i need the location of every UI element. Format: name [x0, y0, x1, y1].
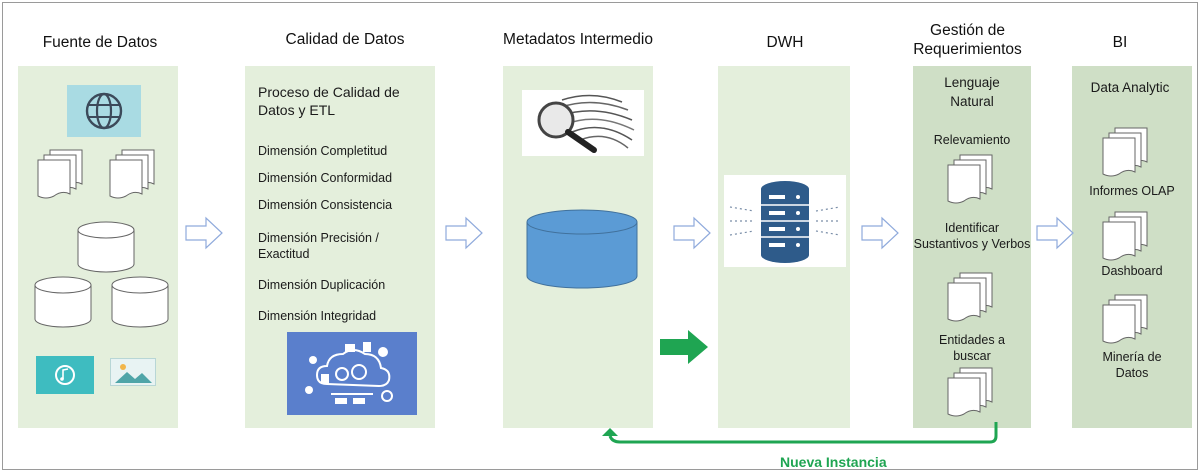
database-icon [34, 276, 92, 328]
document-stack-icon [947, 272, 993, 322]
document-stack-icon [109, 149, 155, 199]
identificar-sustantivos-verbos-label: Identificar Sustantivos y Verbos [913, 221, 1031, 251]
relevamiento-label: Relevamiento [933, 133, 1011, 147]
dimension-integridad: Dimensión Integridad [258, 309, 377, 323]
database-icon [526, 209, 638, 289]
server-icon [724, 175, 846, 267]
document-stack-icon [1102, 211, 1148, 261]
flow-arrow-gestion-to-bi [1036, 217, 1074, 249]
cloud-network-icon [287, 332, 417, 415]
database-icon [111, 276, 169, 328]
dimension-precision-exactitud: Dimensión Precisión / Exactitud [258, 231, 379, 261]
document-stack-icon [37, 149, 83, 199]
dimension-duplicacion: Dimensión Duplicación [258, 278, 386, 292]
proceso-calidad-etl-label: Proceso de Calidad de Datos y ETL [258, 84, 400, 118]
document-stack-icon [947, 367, 993, 417]
entidades-a-buscar-label: Entidades a buscar [938, 333, 1006, 363]
music-icon [36, 356, 94, 394]
database-icon [77, 221, 135, 273]
dimension-completitud: Dimensión Completitud [258, 144, 388, 158]
lenguaje-natural-label: Lenguaje Natural [944, 75, 1000, 109]
header-gestion-requerimientos: Gestión de Requerimientos [913, 22, 1022, 58]
document-stack-icon [1102, 127, 1148, 177]
green-flow-arrow [660, 330, 708, 364]
header-dwh: DWH [766, 34, 804, 51]
header-calidad-de-datos: Calidad de Datos [285, 31, 405, 48]
document-stack-icon [947, 154, 993, 204]
flow-arrow-fuente-to-calidad [185, 217, 223, 249]
nueva-instancia-label: Nueva Instancia [780, 454, 887, 470]
globe-icon [67, 85, 141, 137]
flow-arrow-calidad-to-metadatos [445, 217, 483, 249]
header-bi: BI [1112, 34, 1128, 51]
flow-arrow-dwh-to-gestion [861, 217, 899, 249]
header-fuente-de-datos: Fuente de Datos [42, 34, 158, 51]
image-icon [110, 358, 156, 386]
mineria-de-datos-label: Minería de Datos [1102, 350, 1162, 380]
informes-olap-label: Informes OLAP [1089, 184, 1175, 198]
header-metadatos-intermedio: Metadatos Intermedio [503, 31, 653, 48]
dimension-conformidad: Dimensión Conformidad [258, 171, 393, 185]
flow-arrow-metadatos-to-dwh [673, 217, 711, 249]
dashboard-label: Dashboard [1101, 264, 1163, 278]
feedback-loop-arrow [602, 422, 998, 444]
data-analytic-label: Data Analytic [1090, 80, 1170, 95]
dimension-consistencia: Dimensión Consistencia [258, 198, 393, 212]
document-stack-icon [1102, 294, 1148, 344]
fingerprint-icon [522, 90, 644, 156]
